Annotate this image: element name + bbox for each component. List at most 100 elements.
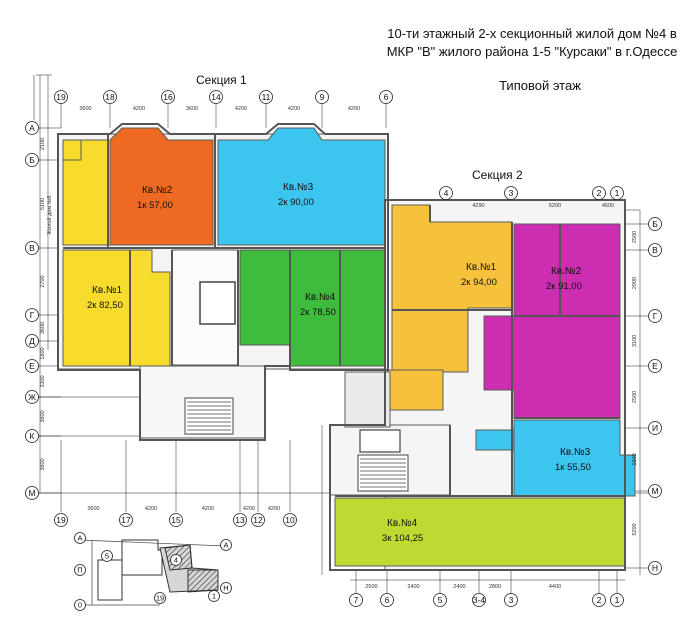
key-text: А [77, 534, 82, 543]
apartment-area: 1к 57,00 [137, 200, 173, 211]
apartment-area: 2к 82,50 [87, 300, 123, 311]
axis-circle [648, 421, 662, 435]
dim-s1-bottom: 4200 [202, 506, 214, 512]
key-building-small [97, 559, 123, 601]
section2-label: Секция 2 [472, 168, 523, 182]
apartment-area: 2к 78,50 [300, 307, 336, 318]
dim-s2-top: 5200 [549, 203, 561, 209]
axis-top-14: 14 [209, 90, 223, 104]
axis-left-А: А [25, 121, 39, 135]
key-text: 0 [78, 601, 82, 610]
dim-s1-top: 4200 [133, 106, 145, 112]
section1-label: Секция 1 [196, 73, 247, 87]
axis-label: В [29, 243, 35, 253]
key-circle [74, 564, 86, 576]
key-circle [220, 582, 232, 594]
side-building-label: Жилой дом №6 [46, 195, 53, 235]
axis-s2-top-3: 3 [504, 186, 518, 200]
axis-circle [648, 309, 662, 323]
key-label: 19 [154, 592, 166, 604]
axis-s2-bottom-2: 2 [592, 593, 606, 607]
axis-circle [209, 90, 223, 104]
axis-left-Е: Е [25, 359, 39, 373]
key-circle [74, 599, 86, 611]
apartment-area: 1к 55,50 [555, 462, 591, 473]
axis-circle [380, 593, 394, 607]
axis-s2-bottom-1: 1 [610, 593, 624, 607]
drawing-title-line2: МКР "В" жилого района 1-5 "Курсаки" в г.… [386, 44, 678, 59]
section2-corridor [344, 371, 391, 428]
key-circle [170, 554, 182, 566]
axis-circle [54, 513, 68, 527]
dim-s1-top: 4200 [235, 106, 247, 112]
axis-circle [439, 186, 453, 200]
axis-bottom-13: 13 [233, 513, 247, 527]
axis-label: 10 [285, 515, 295, 525]
axis-label: 18 [105, 92, 115, 102]
axis-circle [25, 359, 39, 373]
axis-label: Е [652, 361, 658, 371]
key-label: 5 [101, 550, 113, 562]
dim-s1-left: 2700 [40, 275, 46, 287]
axis-label: 13 [235, 515, 245, 525]
dim-s2-top: 4290 [472, 203, 484, 209]
axis-label: 6 [385, 595, 390, 605]
s1-kv3-fill [217, 127, 386, 246]
axis-left-В: В [25, 241, 39, 255]
key-label: 4 [170, 554, 182, 566]
dim-s1-left: 5100 [40, 198, 46, 210]
key-label: 0 [74, 599, 86, 611]
apartment-number: Кв.№2 [142, 185, 173, 196]
axis-label: 2 [597, 595, 602, 605]
key-building-left [121, 539, 163, 576]
axis-circle [25, 241, 39, 255]
key-label: 1 [208, 590, 220, 602]
axis-label: 19 [56, 515, 66, 525]
axis-circle [25, 153, 39, 167]
axis-label: Д [29, 336, 35, 346]
axis-circle [433, 593, 447, 607]
axis-circle [592, 593, 606, 607]
axis-label: 3 [509, 188, 514, 198]
axis-circle [648, 561, 662, 575]
dim-s1-left: 3600 [40, 322, 46, 334]
elevator-shaft-s1 [199, 281, 236, 325]
dim-s1-bottom: 4200 [268, 506, 280, 512]
stair-frame [357, 454, 409, 492]
axis-circle [25, 334, 39, 348]
axis-s2-top-4: 4 [439, 186, 453, 200]
axis-label: 5 [438, 595, 443, 605]
dim-s1-left: 3300 [40, 375, 46, 387]
s2-kv3-entry [475, 429, 515, 451]
dim-s1-left: 3800 [40, 458, 46, 470]
axis-s2-right-М: М [648, 484, 662, 498]
axis-circle [504, 186, 518, 200]
dim-s2-right: 5200 [632, 523, 638, 535]
axis-s2-right-И: И [648, 421, 662, 435]
wall-segment [329, 199, 626, 571]
axis-label: 16 [163, 92, 173, 102]
apartment-number: Кв.№3 [560, 447, 591, 458]
axis-label: К [30, 431, 35, 441]
s2-kv3-fill [513, 419, 636, 497]
walls [57, 123, 626, 571]
apartment-area: 2к 94,00 [461, 277, 497, 288]
dim-s1-bottom: 4200 [243, 506, 255, 512]
s2-kv1-bath [387, 369, 444, 411]
apartment-fills [57, 127, 636, 571]
key-circle [208, 590, 220, 602]
stair-frame [184, 397, 234, 435]
axis-label: 4 [444, 188, 449, 198]
axis-label: В [652, 245, 658, 255]
axis-label: 14 [211, 92, 221, 102]
key-label: Н [220, 582, 232, 594]
axis-label: М [651, 486, 658, 496]
axis-label: Б [652, 219, 658, 229]
axis-circle [315, 90, 329, 104]
